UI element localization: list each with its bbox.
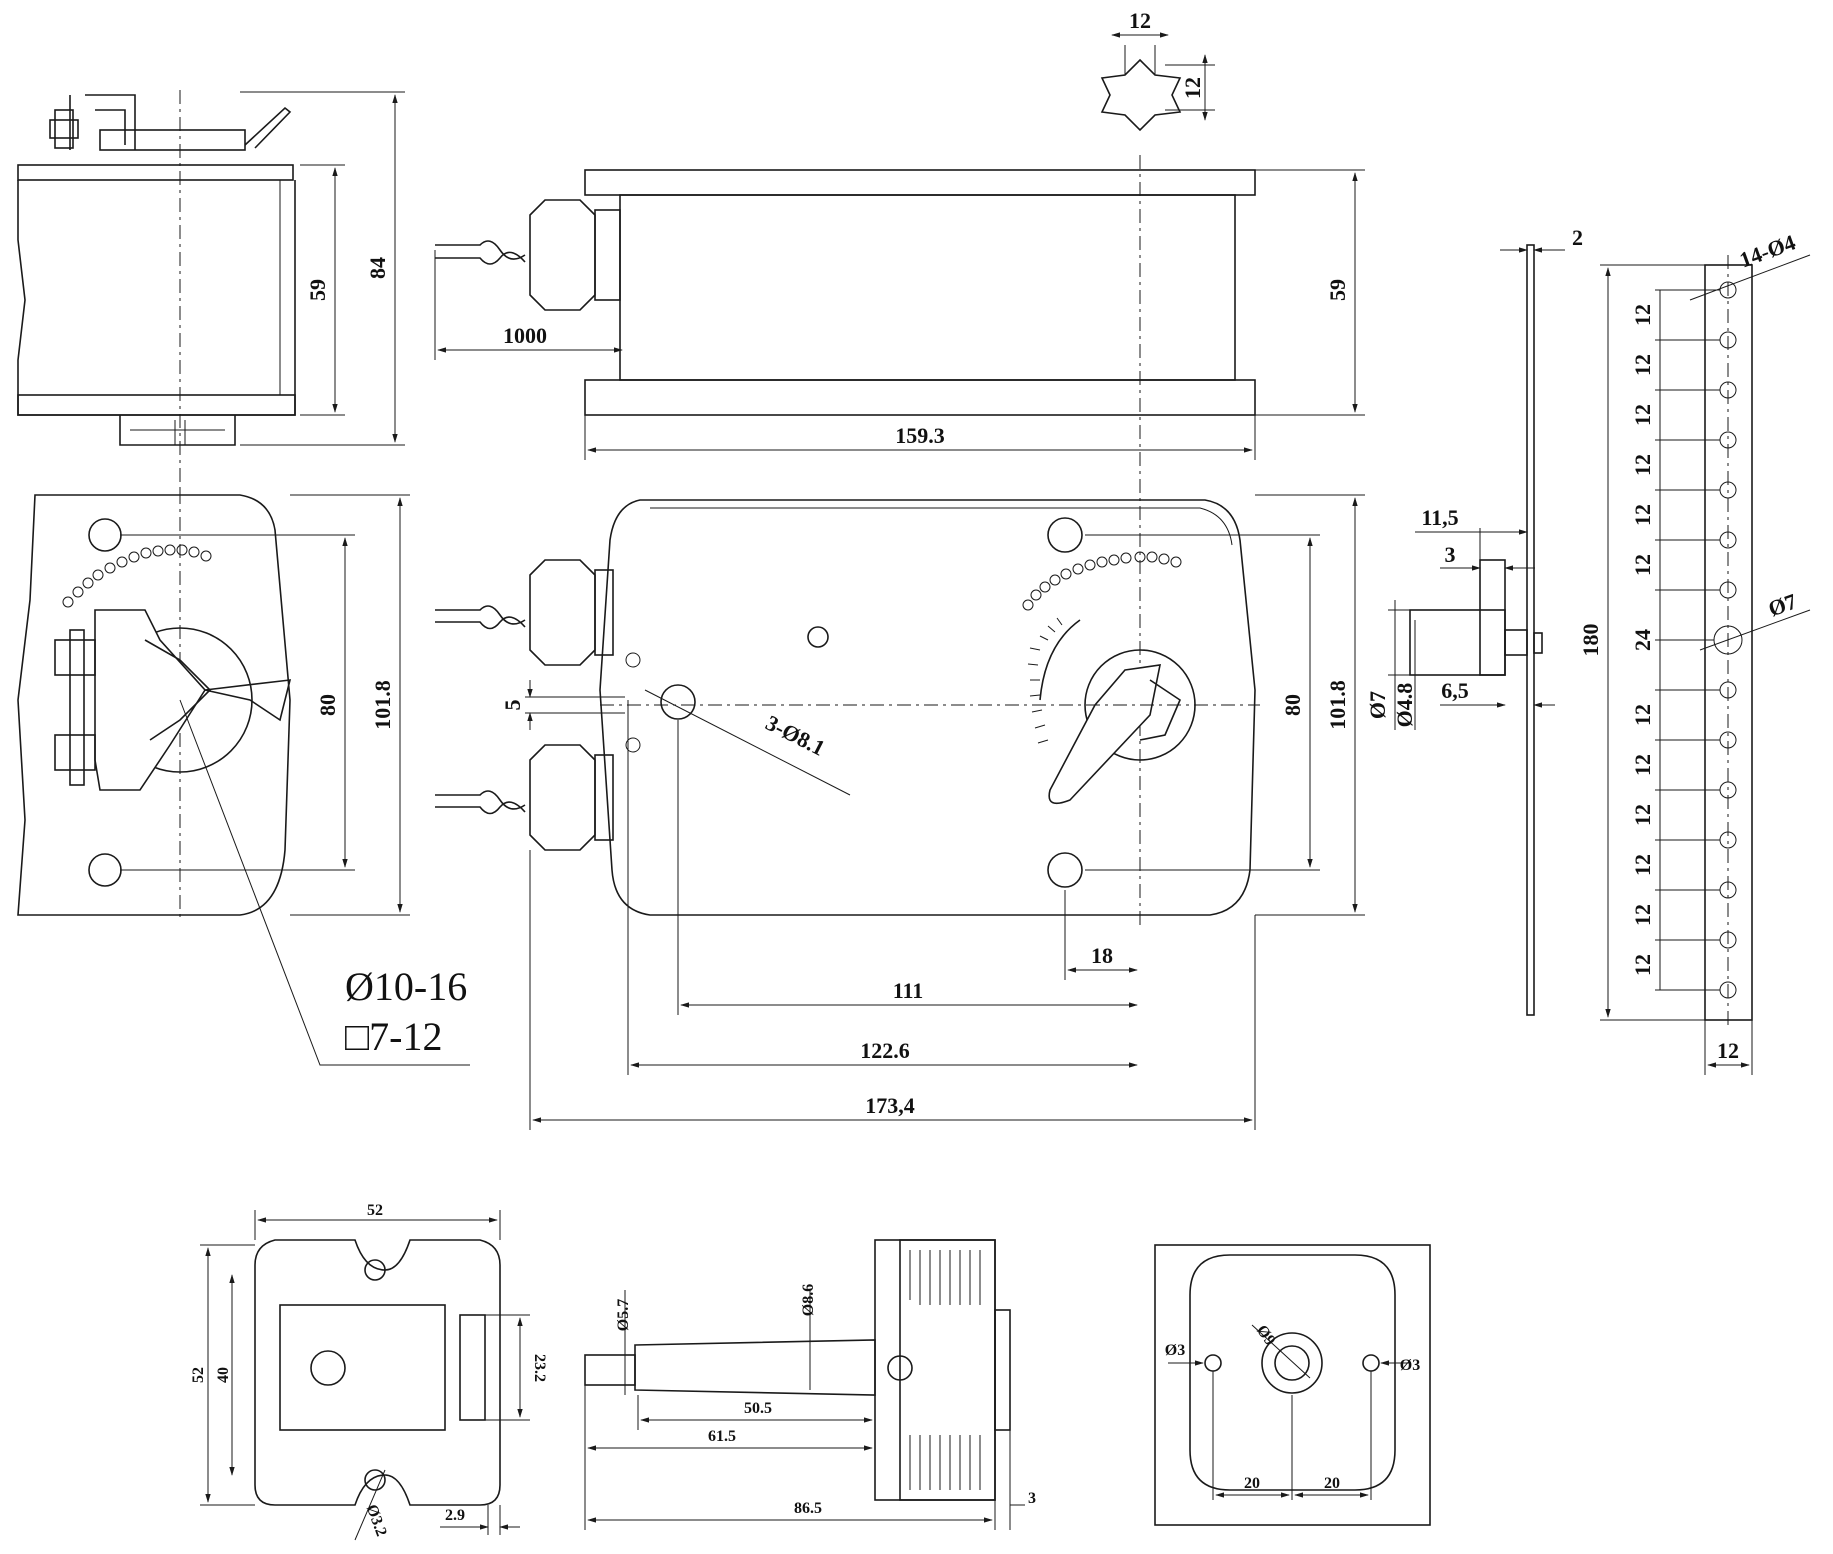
pitch-label: 12 xyxy=(1630,454,1655,476)
main-dim-5: 5 xyxy=(500,700,525,711)
pitch-label: 12 xyxy=(1630,854,1655,876)
side-view-plan: 80 101.8 Ø10-16 □7-12 xyxy=(17,490,470,1066)
main-top-view: 1000 59 159.3 12 12 xyxy=(434,8,1365,930)
bracket-dim-d7: Ø7 xyxy=(1365,691,1390,719)
strip-length: 180 xyxy=(1578,624,1603,657)
aux-front-dim-40: 40 xyxy=(215,1367,232,1383)
perforated-strip-view: 12 12 12 12 12 12 24 12 12 12 12 12 12 1… xyxy=(1578,229,1811,1075)
aux-plate-dim-20-right: 20 xyxy=(1324,1475,1340,1492)
aux-front-dim-2-9: 2.9 xyxy=(445,1507,465,1524)
strip-holes-label: 14-Ø4 xyxy=(1736,229,1799,272)
pitch-label: 12 xyxy=(1630,754,1655,776)
side-view-top: 59 84 xyxy=(17,90,405,500)
main-dim-59: 59 xyxy=(1325,279,1350,301)
bracket-dim-2: 2 xyxy=(1572,225,1583,250)
side-dim-80: 80 xyxy=(315,694,340,716)
mounting-bracket-view: 2 11,5 3 6,5 Ø7 Ø4.8 xyxy=(1365,225,1583,1016)
aux-shaft-view: Ø5.7 Ø8.6 50.5 61.5 86.5 3 xyxy=(584,1239,1036,1530)
bracket-dim-d4-8: Ø4.8 xyxy=(1392,683,1417,728)
main-dim-122-6: 122.6 xyxy=(860,1038,910,1063)
side-dim-101-8: 101.8 xyxy=(370,680,395,730)
aux-plate-dim-d3-right: Ø3 xyxy=(1400,1357,1420,1374)
aux-shaft-dim-61-5: 61.5 xyxy=(708,1428,736,1445)
shaft-dim-12-h: 12 xyxy=(1180,77,1205,99)
main-dim-18: 18 xyxy=(1091,943,1113,968)
main-dim-80: 80 xyxy=(1280,694,1305,716)
pitch-label: 12 xyxy=(1630,554,1655,576)
shaft-dim-12-w: 12 xyxy=(1129,8,1151,33)
strip-pitch-labels: 12 12 12 12 12 12 24 12 12 12 12 12 12 xyxy=(1630,304,1655,976)
strip-center-hole: Ø7 xyxy=(1765,588,1800,621)
main-dim-111: 111 xyxy=(893,978,924,1003)
position-dot-arc-left xyxy=(62,544,212,608)
main-dim-101-8: 101.8 xyxy=(1325,680,1350,730)
aux-shaft-dim-3: 3 xyxy=(1028,1490,1036,1507)
bracket-dim-11-5: 11,5 xyxy=(1421,505,1458,530)
pitch-label: 12 xyxy=(1630,304,1655,326)
pitch-label: 12 xyxy=(1630,404,1655,426)
side-dim-59: 59 xyxy=(305,279,330,301)
bracket-dim-6-5: 6,5 xyxy=(1441,678,1469,703)
aux-front-dim-52-w: 52 xyxy=(367,1202,383,1219)
aux-front-view: 52 52 40 23.2 2.9 Ø3.2 xyxy=(190,1202,548,1541)
aux-plate-dim-20-left: 20 xyxy=(1244,1475,1260,1492)
aux-front-dim-23-2: 23.2 xyxy=(531,1354,548,1382)
bracket-dim-3: 3 xyxy=(1445,542,1456,567)
clamp-square-range: □7-12 xyxy=(345,1014,442,1059)
aux-shaft-dim-50-5: 50.5 xyxy=(744,1400,772,1417)
position-dot-arc-main xyxy=(1022,551,1182,611)
pitch-label: 12 xyxy=(1630,954,1655,976)
aux-front-dim-52-h: 52 xyxy=(190,1367,207,1383)
pitch-label: 24 xyxy=(1630,629,1655,651)
aux-shaft-dim-d8-6: Ø8.6 xyxy=(800,1284,817,1316)
main-dim-159-3: 159.3 xyxy=(895,423,945,448)
main-dim-3-holes: 3-Ø8.1 xyxy=(762,710,829,761)
main-front-view: 3-Ø8.1 5 80 101.8 18 111 122.6 173,4 xyxy=(435,494,1365,1130)
aux-plate-view: Ø9 Ø3 Ø3 20 20 xyxy=(1154,1244,1431,1526)
pitch-label: 12 xyxy=(1630,804,1655,826)
aux-plate-dim-d3-left: Ø3 xyxy=(1165,1342,1185,1359)
aux-plate-dim-d9: Ø9 xyxy=(1253,1322,1279,1349)
main-dim-173-4: 173,4 xyxy=(865,1093,915,1118)
aux-front-dim-d3-2: Ø3.2 xyxy=(363,1502,390,1538)
clamp-round-range: Ø10-16 xyxy=(345,964,467,1009)
side-dim-84: 84 xyxy=(365,257,390,279)
aux-shaft-dim-86-5: 86.5 xyxy=(794,1500,822,1517)
strip-width: 12 xyxy=(1717,1038,1739,1063)
aux-shaft-dim-d5-7: Ø5.7 xyxy=(615,1299,632,1331)
pitch-label: 12 xyxy=(1630,904,1655,926)
pitch-label: 12 xyxy=(1630,504,1655,526)
main-dim-1000: 1000 xyxy=(503,323,547,348)
pitch-label: 12 xyxy=(1630,354,1655,376)
pitch-label: 12 xyxy=(1630,704,1655,726)
